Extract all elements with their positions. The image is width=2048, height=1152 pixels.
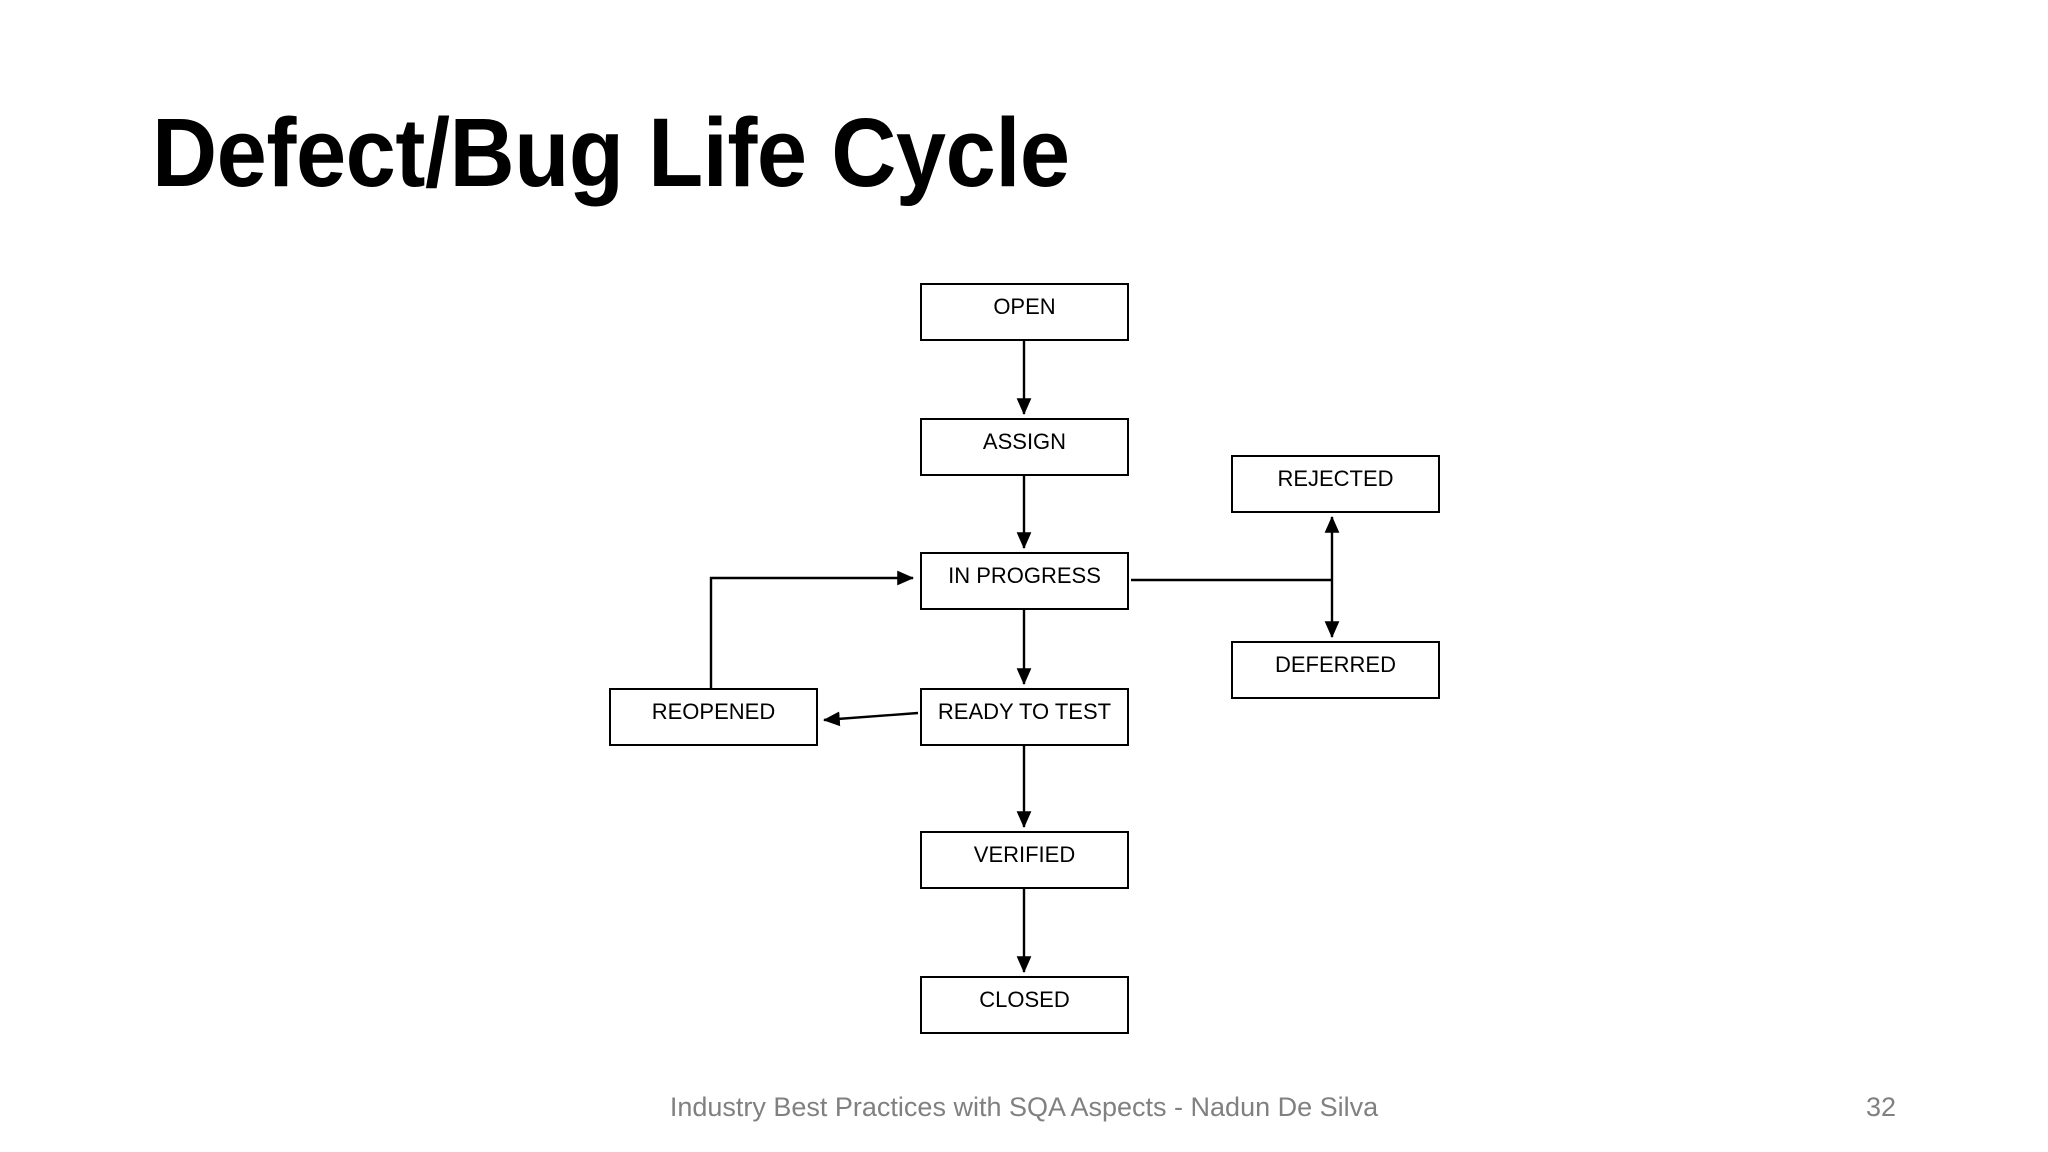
node-open-label: OPEN [993, 294, 1056, 319]
node-assign-label: ASSIGN [982, 429, 1067, 454]
node-reopened-label: REOPENED [651, 699, 776, 724]
node-in-progress-label: IN PROGRESS [948, 563, 1101, 588]
node-in-progress[interactable]: IN PROGRESS [920, 552, 1129, 610]
node-open[interactable]: OPEN [920, 283, 1129, 341]
node-ready-to-test-label: READY TO TEST [937, 699, 1112, 724]
edge-reopened-to-in-progress [709, 570, 915, 688]
slide-footer: Industry Best Practices with SQA Aspects… [669, 1092, 1379, 1122]
page-title: Defect/Bug Life Cycle [152, 98, 1070, 207]
node-rejected[interactable]: REJECTED [1231, 455, 1440, 513]
node-reopened[interactable]: REOPENED [609, 688, 818, 746]
node-verified[interactable]: VERIFIED [920, 831, 1129, 889]
node-deferred[interactable]: DEFERRED [1231, 641, 1440, 699]
node-verified-label: VERIFIED [973, 842, 1076, 867]
node-closed-label: CLOSED [979, 987, 1070, 1012]
node-closed[interactable]: CLOSED [920, 976, 1129, 1034]
node-ready-to-test[interactable]: READY TO TEST [920, 688, 1129, 746]
page-number: 32 [1866, 1092, 1897, 1122]
edge-ready-to-test-to-reopened [822, 711, 919, 727]
node-deferred-label: DEFERRED [1274, 652, 1396, 677]
node-rejected-label: REJECTED [1277, 466, 1394, 491]
node-assign[interactable]: ASSIGN [920, 418, 1129, 476]
